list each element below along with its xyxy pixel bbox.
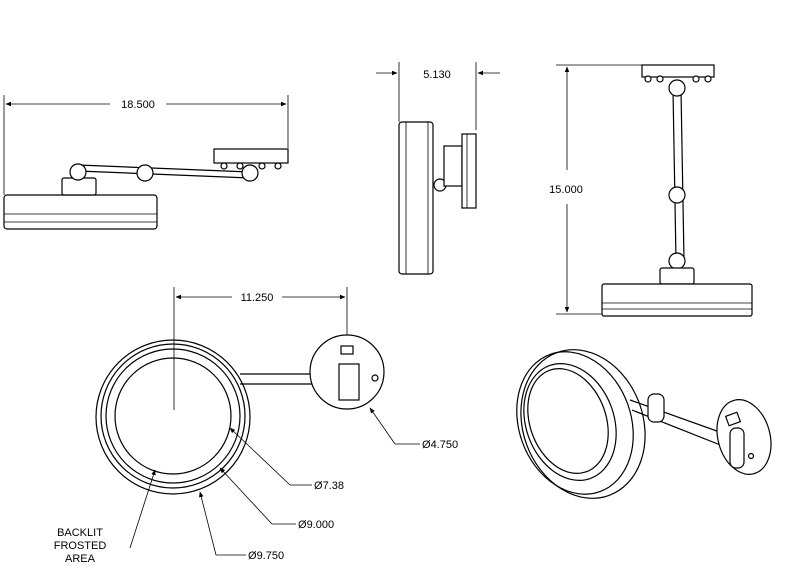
top-view: 11.250 Ø4.750 Ø7.38 Ø9.000	[54, 287, 458, 565]
diameter-symbol: Ø	[422, 439, 431, 451]
mirror-outer-ring	[95, 339, 251, 495]
note-line-2: FROSTED	[54, 540, 107, 552]
callout-outer-diameter: Ø9.750	[248, 550, 284, 562]
width-dimension: 18.500	[3, 95, 289, 195]
right-view: 15.000	[549, 64, 753, 317]
front-pivot-2	[136, 164, 154, 182]
backlit-frosted-area-note: BACKLIT FROSTED AREA	[54, 527, 107, 565]
diameter-symbol: Ø	[298, 519, 307, 531]
note-line-3: AREA	[65, 553, 96, 565]
height-dimension: 15.000	[549, 64, 642, 315]
front-pivot-3	[241, 164, 259, 182]
callout-value: 7.38	[323, 480, 344, 492]
callout-inner-diameter: Ø7.38	[314, 480, 344, 492]
extension-dimension: 11.250	[173, 287, 348, 410]
svg-text:Ø7.38: Ø7.38	[314, 480, 344, 492]
callout-value: 9.000	[307, 519, 335, 531]
svg-text:Ø9.750: Ø9.750	[248, 550, 284, 562]
front-view: 18.500	[3, 95, 289, 230]
isometric-view	[516, 349, 772, 499]
callout-value: 9.750	[257, 550, 285, 562]
callout-mirror-diameter: Ø9.000	[298, 519, 334, 531]
front-pivot-1	[69, 163, 87, 181]
mirror-body-front	[3, 194, 158, 230]
callout-backplate-diameter: Ø4.750	[422, 439, 458, 451]
wall-plate-front	[213, 148, 289, 170]
depth-dimension: 5.130	[376, 62, 500, 130]
width-dimension-label: 18.500	[121, 99, 155, 111]
diameter-symbol: Ø	[314, 480, 323, 492]
mirror-inner-face	[114, 357, 232, 475]
height-dimension-label: 15.000	[549, 184, 583, 196]
extension-dimension-label: 11.250	[241, 292, 274, 304]
callout-value: 4.750	[431, 439, 459, 451]
diameter-symbol: Ø	[248, 550, 257, 562]
note-line-1: BACKLIT	[57, 527, 103, 539]
side-view: 5.130	[376, 62, 500, 275]
mirror-ring-2	[105, 348, 241, 484]
svg-text:Ø9.000: Ø9.000	[298, 519, 334, 531]
depth-dimension-label: 5.130	[423, 69, 451, 81]
svg-text:Ø4.750: Ø4.750	[422, 439, 458, 451]
mirror-ring	[100, 343, 246, 489]
